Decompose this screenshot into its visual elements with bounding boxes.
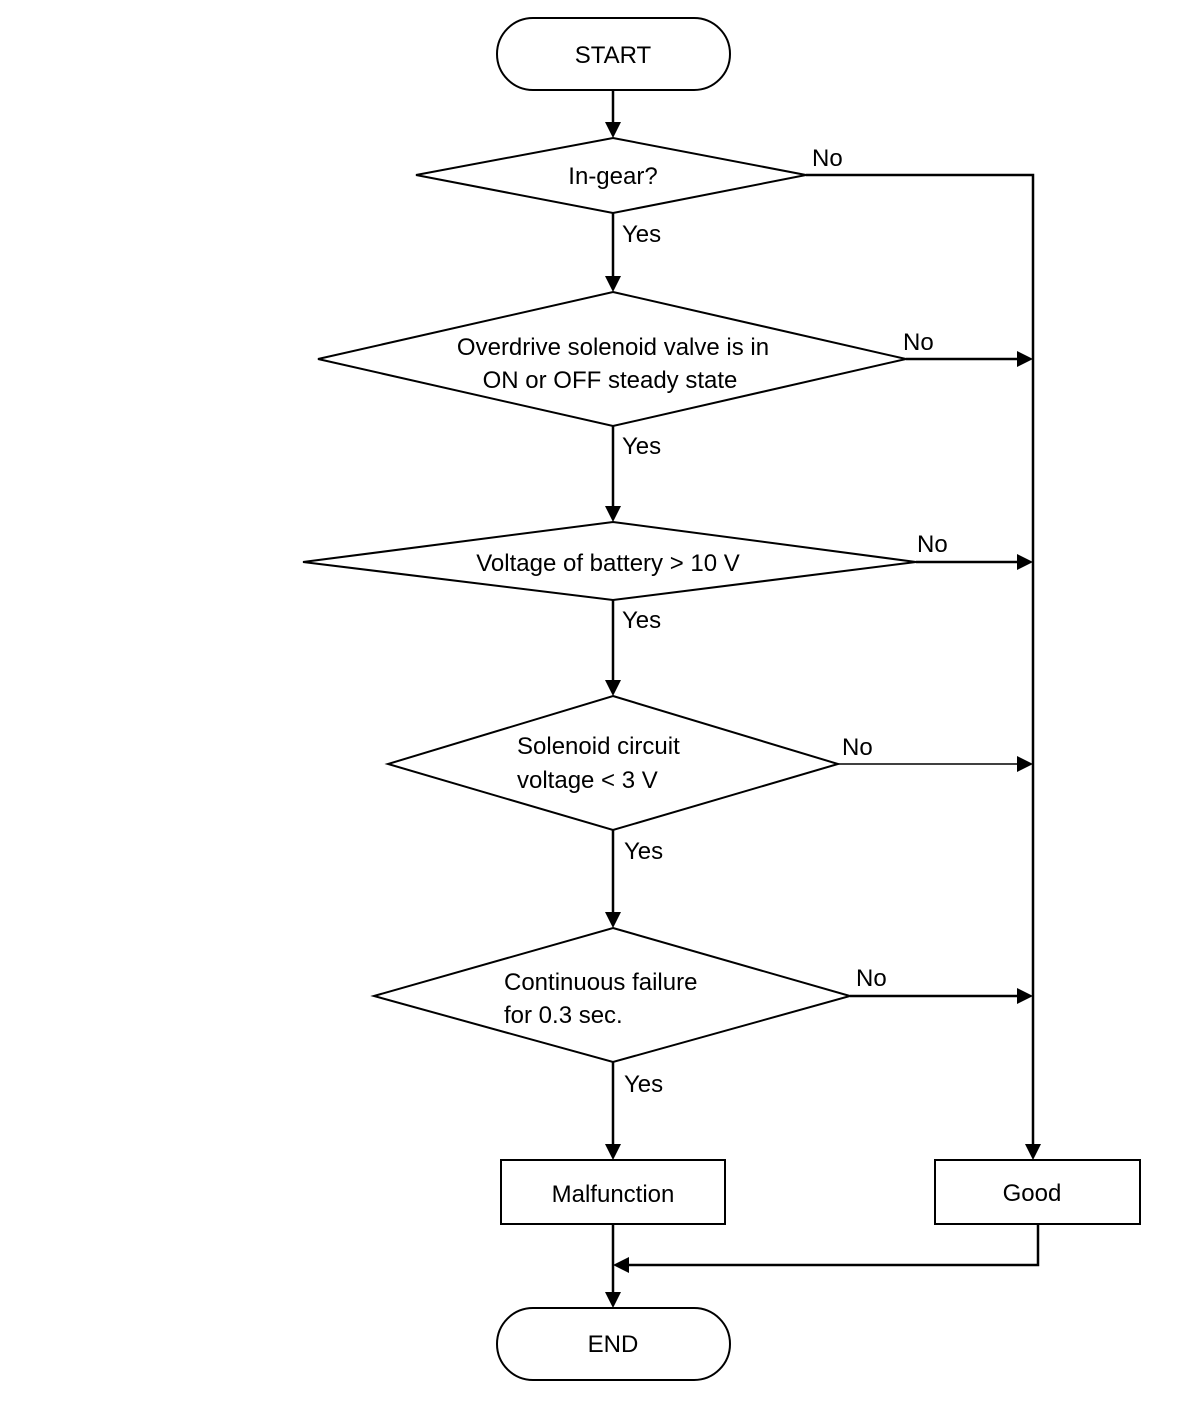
arrow-right-icon — [1017, 988, 1033, 1004]
good-box: Good — [934, 1159, 1141, 1225]
connector-decision-1-no — [806, 173, 1035, 1146]
decision-in-gear: In-gear? — [415, 136, 807, 215]
no-label: No — [917, 531, 948, 558]
arrow-down-icon — [605, 1292, 621, 1308]
end-label: END — [588, 1331, 639, 1358]
decision-battery-voltage: Voltage of battery > 10 V — [302, 520, 917, 602]
arrow-right-icon — [1017, 351, 1033, 367]
decision-text-line: ON or OFF steady state — [483, 367, 738, 394]
arrow-heads — [605, 122, 1041, 1308]
decision-text-line: Continuous failure — [504, 969, 697, 996]
connectors — [611, 90, 1040, 1294]
no-label: No — [856, 965, 887, 992]
no-label: No — [842, 734, 873, 761]
decision-text-line: Overdrive solenoid valve is in — [457, 334, 769, 361]
no-label: No — [903, 329, 934, 356]
yes-label: Yes — [622, 221, 661, 248]
decision-continuous-failure: Continuous failure for 0.3 sec. — [370, 926, 854, 1064]
arrow-left-icon — [613, 1257, 629, 1273]
decision-text-line: for 0.3 sec. — [504, 1002, 623, 1029]
end-terminal: END — [496, 1307, 731, 1381]
decision-text-line: Solenoid circuit — [517, 733, 680, 760]
branch-labels: Yes Yes Yes Yes Yes No No No No No — [622, 145, 948, 1098]
arrow-down-icon — [605, 276, 621, 292]
yes-label: Yes — [622, 607, 661, 634]
good-label: Good — [1003, 1180, 1062, 1207]
yes-label: Yes — [624, 1071, 663, 1098]
start-terminal: START — [496, 17, 731, 91]
arrow-down-icon — [605, 680, 621, 696]
decision-text-line: Voltage of battery > 10 V — [476, 550, 740, 577]
decision-text-line: voltage < 3 V — [517, 767, 658, 794]
arrow-down-icon — [605, 506, 621, 522]
arrow-down-icon — [1025, 1144, 1041, 1160]
arrow-right-icon — [1017, 756, 1033, 772]
yes-label: Yes — [622, 433, 661, 460]
start-label: START — [575, 42, 652, 69]
malfunction-label: Malfunction — [552, 1181, 675, 1208]
arrow-down-icon — [605, 912, 621, 928]
arrow-right-icon — [1017, 554, 1033, 570]
decision-solenoid-circuit-voltage: Solenoid circuit voltage < 3 V — [384, 694, 842, 832]
malfunction-box: Malfunction — [500, 1159, 726, 1225]
decision-overdrive-solenoid: Overdrive solenoid valve is in ON or OFF… — [317, 290, 907, 428]
no-label: No — [812, 145, 843, 172]
yes-label: Yes — [624, 838, 663, 865]
arrow-down-icon — [605, 122, 621, 138]
connector-good-to-end — [628, 1224, 1040, 1267]
decision-text-line: In-gear? — [568, 163, 657, 190]
arrow-down-icon — [605, 1144, 621, 1160]
